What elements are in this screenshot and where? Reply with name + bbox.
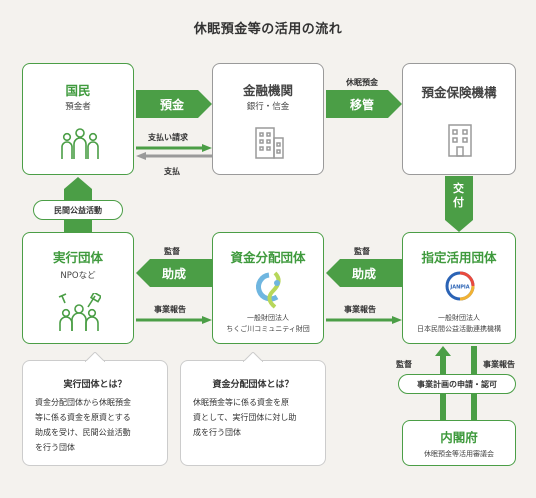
activists-icon — [58, 293, 101, 331]
node-sub: 休眠預金等活用審議会 — [424, 450, 494, 458]
shiharai-seikyu-label: 支払い請求 — [148, 133, 188, 142]
chikugogawa-logo-icon — [256, 271, 281, 309]
yokin-label: 預金 — [160, 98, 185, 112]
josei2-arrow — [326, 259, 402, 287]
note-shikin: 資金分配団体とは？ 休眠預金等に係る資金を原 資として、実行団体に対し助 成を行… — [180, 352, 326, 466]
note-line: 資金分配団体から休眠預金 — [35, 398, 131, 407]
org-type: 一般財団法人 — [247, 314, 289, 322]
janpia-logo-text: JANPIA — [449, 285, 469, 291]
yokin-arrow — [136, 90, 212, 118]
jigyo-hokoku1-arrow — [136, 316, 212, 324]
note-line: 休眠預金等に係る資金を原 — [193, 398, 289, 407]
ikan-label: 移管 — [350, 98, 375, 112]
node-sub: 預金者 — [65, 102, 91, 112]
note-jikko: 実行団体とは？ 資金分配団体から休眠預金 等に係る資金を原資とする 助成を受け、… — [22, 352, 168, 466]
minkan-koeki-pill: 民間公益活動 — [33, 200, 123, 220]
note-title: 資金分配団体とは？ — [212, 380, 294, 390]
shiharai-seikyu-arrow — [136, 144, 212, 152]
josei1-label: 助成 — [162, 267, 187, 281]
node-kinyu: 金融機関 銀行・信金 — [212, 63, 324, 175]
jigyo-hokoku2-arrow — [326, 316, 402, 324]
node-shitei: 指定活用団体 JANPIA 一般財団法人 日本民間公益活動連携機構 — [402, 232, 516, 344]
note-title: 実行団体とは？ — [63, 380, 127, 390]
node-naikaku: 内閣府 休眠預金等活用審議会 — [402, 420, 516, 466]
org-name: 日本民間公益活動連携機構 — [417, 325, 501, 333]
kantoku2-label: 監督 — [354, 247, 370, 256]
node-name: 実行団体 — [52, 250, 103, 265]
node-name: 預金保険機構 — [421, 85, 497, 100]
note-body: 休眠預金等に係る資金を原 資として、実行団体に対し助 成を行う団体 — [193, 395, 317, 440]
node-name: 内閣府 — [440, 430, 478, 445]
note-line: 等に係る資金を原資とする — [35, 413, 131, 422]
jigyo-hokoku3-label: 事業報告 — [483, 360, 515, 369]
note-pointer — [85, 352, 105, 362]
node-hoken: 預金保険機構 — [402, 63, 516, 175]
node-shikin: 資金分配団体 一般財団法人 ちくご川コミュニティ財団 — [212, 232, 324, 344]
people-icon — [61, 128, 99, 159]
ikan-arrow — [326, 90, 402, 118]
note-line: 助成を受け、民間公益活動 — [35, 428, 131, 437]
org-type: 一般財団法人 — [438, 314, 480, 322]
node-sub: 銀行・信金 — [246, 102, 290, 112]
node-name: 国民 — [65, 83, 91, 98]
note-line: を行う団体 — [35, 443, 75, 452]
org-name: ちくご川コミュニティ財団 — [226, 325, 310, 333]
kantoku1-label: 監督 — [164, 247, 180, 256]
node-sub: NPOなど — [60, 271, 96, 281]
note-pointer — [243, 352, 263, 362]
josei1-arrow — [136, 259, 212, 287]
kofu-arrow — [445, 176, 473, 232]
node-name: 資金分配団体 — [230, 250, 306, 265]
page-title: 休眠預金等の活用の流れ — [193, 22, 343, 37]
kofu-label: 交付 — [453, 182, 464, 209]
note-body: 資金分配団体から休眠預金 等に係る資金を原資とする 助成を受け、民間公益活動 を… — [35, 395, 159, 455]
node-kokumin: 国民 預金者 — [22, 63, 134, 175]
shinsei-pill: 事業計画の申請・認可 — [398, 374, 516, 394]
jigyo-hokoku2-label: 事業報告 — [344, 305, 376, 314]
node-jikko: 実行団体 NPOなど — [22, 232, 134, 344]
janpia-logo-icon: JANPIA — [445, 271, 475, 301]
jigyo-hokoku1-label: 事業報告 — [154, 305, 186, 314]
kantoku3-label: 監督 — [396, 360, 412, 369]
building-icon — [448, 124, 472, 157]
building-icon — [255, 127, 284, 159]
node-name: 金融機関 — [242, 83, 293, 98]
shiharai-label: 支払 — [164, 167, 180, 176]
note-line: 成を行う団体 — [193, 428, 241, 437]
shiharai-arrow — [136, 152, 212, 160]
note-line: 資として、実行団体に対し助 — [193, 413, 297, 422]
kyumin-yokin-label: 休眠預金 — [346, 78, 378, 87]
node-name: 指定活用団体 — [421, 250, 497, 265]
josei2-label: 助成 — [352, 267, 377, 281]
